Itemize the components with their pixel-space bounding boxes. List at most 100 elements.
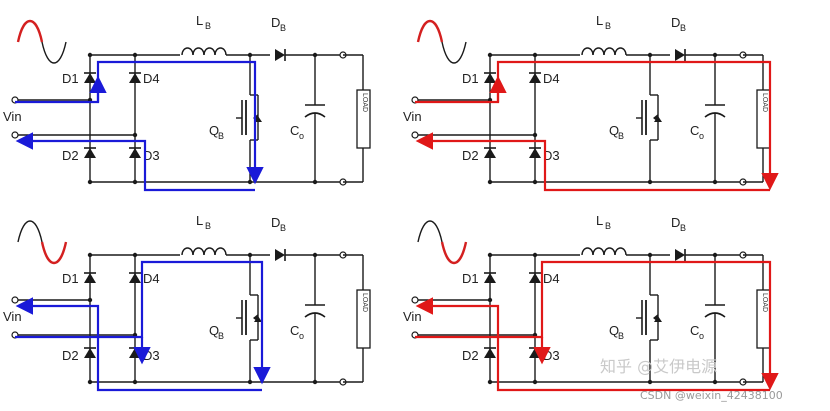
label-lb-sub: B [605, 221, 611, 231]
diode-d2 [84, 347, 96, 358]
inductor-lb [581, 247, 627, 256]
label-lb: L [196, 213, 203, 228]
terminal [11, 296, 19, 304]
label-qb-sub: B [618, 331, 624, 341]
label-vin: Vin [3, 309, 22, 324]
inductor-lb [581, 47, 627, 56]
junction-dot [532, 132, 538, 138]
inductor-lb [181, 247, 227, 256]
label-d3: D3 [143, 148, 160, 163]
label-co: C [290, 323, 299, 338]
current-path [415, 260, 779, 392]
diode-d2 [484, 347, 496, 358]
mosfet-qb [636, 94, 662, 141]
label-d3: D3 [543, 148, 560, 163]
label-d2: D2 [62, 148, 79, 163]
diode-d1 [484, 272, 496, 283]
junction-dot [487, 252, 493, 258]
label-d1: D1 [62, 271, 79, 286]
label-vin: Vin [403, 309, 422, 324]
label-db-sub: B [680, 23, 686, 33]
label-load: LOAD [361, 93, 368, 112]
label-d3: D3 [143, 348, 160, 363]
load-box: LOAD [356, 89, 371, 149]
junction-dot [87, 252, 93, 258]
terminal [411, 131, 419, 139]
junction-dot [132, 132, 138, 138]
label-lb: L [196, 13, 203, 28]
junction-dot [487, 379, 493, 385]
current-path [415, 60, 779, 192]
current-path [15, 60, 264, 192]
label-d2: D2 [62, 348, 79, 363]
label-qb-sub: B [218, 331, 224, 341]
label-lb: L [596, 213, 603, 228]
junction-dot [87, 297, 93, 303]
sine-wave-icon [416, 20, 467, 64]
junction-dot [487, 52, 493, 58]
inductor-lb [181, 47, 227, 56]
diode-db [675, 49, 686, 61]
label-db-sub: B [680, 223, 686, 233]
label-lb-sub: B [205, 221, 211, 231]
label-d3: D3 [543, 348, 560, 363]
diode-d3 [129, 347, 141, 358]
sine-wave-icon [16, 20, 67, 64]
mosfet-qb [636, 294, 662, 341]
diode-d3 [129, 147, 141, 158]
diode-db [675, 249, 686, 261]
label-db: D [671, 15, 680, 30]
diode-d1 [484, 72, 496, 83]
label-d4: D4 [143, 271, 160, 286]
label-qb: Q [609, 323, 619, 338]
label-d1: D1 [462, 271, 479, 286]
label-vin: Vin [3, 109, 22, 124]
label-co: C [690, 123, 699, 138]
junction-dot [132, 52, 138, 58]
junction-dot [532, 52, 538, 58]
diode-d3 [529, 147, 541, 158]
load-box: LOAD [356, 289, 371, 349]
junction-dot [532, 252, 538, 258]
label-db-sub: B [280, 23, 286, 33]
zhihu-watermark: 知乎 @艾伊电源 [600, 357, 717, 376]
label-qb: Q [209, 323, 219, 338]
label-co-sub: o [299, 131, 304, 141]
label-d4: D4 [143, 71, 160, 86]
junction-dot [87, 179, 93, 185]
sine-wave-icon [17, 220, 68, 264]
mosfet-qb [236, 94, 262, 141]
label-db: D [271, 15, 280, 30]
junction-dot [487, 179, 493, 185]
label-co: C [290, 123, 299, 138]
diode-d4 [529, 272, 541, 283]
diode-d2 [484, 147, 496, 158]
diode-d1 [84, 72, 96, 83]
label-d4: D4 [543, 71, 560, 86]
label-qb-sub: B [618, 131, 624, 141]
mosfet-qb [236, 294, 262, 341]
load-box: LOAD [756, 289, 771, 349]
label-load: LOAD [761, 293, 768, 312]
terminal [11, 131, 19, 139]
label-load: LOAD [361, 293, 368, 312]
label-lb-sub: B [605, 21, 611, 31]
diode-d3 [529, 347, 541, 358]
label-load: LOAD [761, 93, 768, 112]
sine-wave-icon [417, 220, 468, 264]
label-lb-sub: B [205, 21, 211, 31]
diode-d4 [129, 272, 141, 283]
junction-dot [487, 297, 493, 303]
label-qb: Q [609, 123, 619, 138]
label-db-sub: B [280, 223, 286, 233]
diode-d2 [84, 147, 96, 158]
label-qb: Q [209, 123, 219, 138]
label-co: C [690, 323, 699, 338]
current-path [15, 260, 271, 392]
label-co-sub: o [699, 331, 704, 341]
label-d4: D4 [543, 271, 560, 286]
label-co-sub: o [699, 131, 704, 141]
